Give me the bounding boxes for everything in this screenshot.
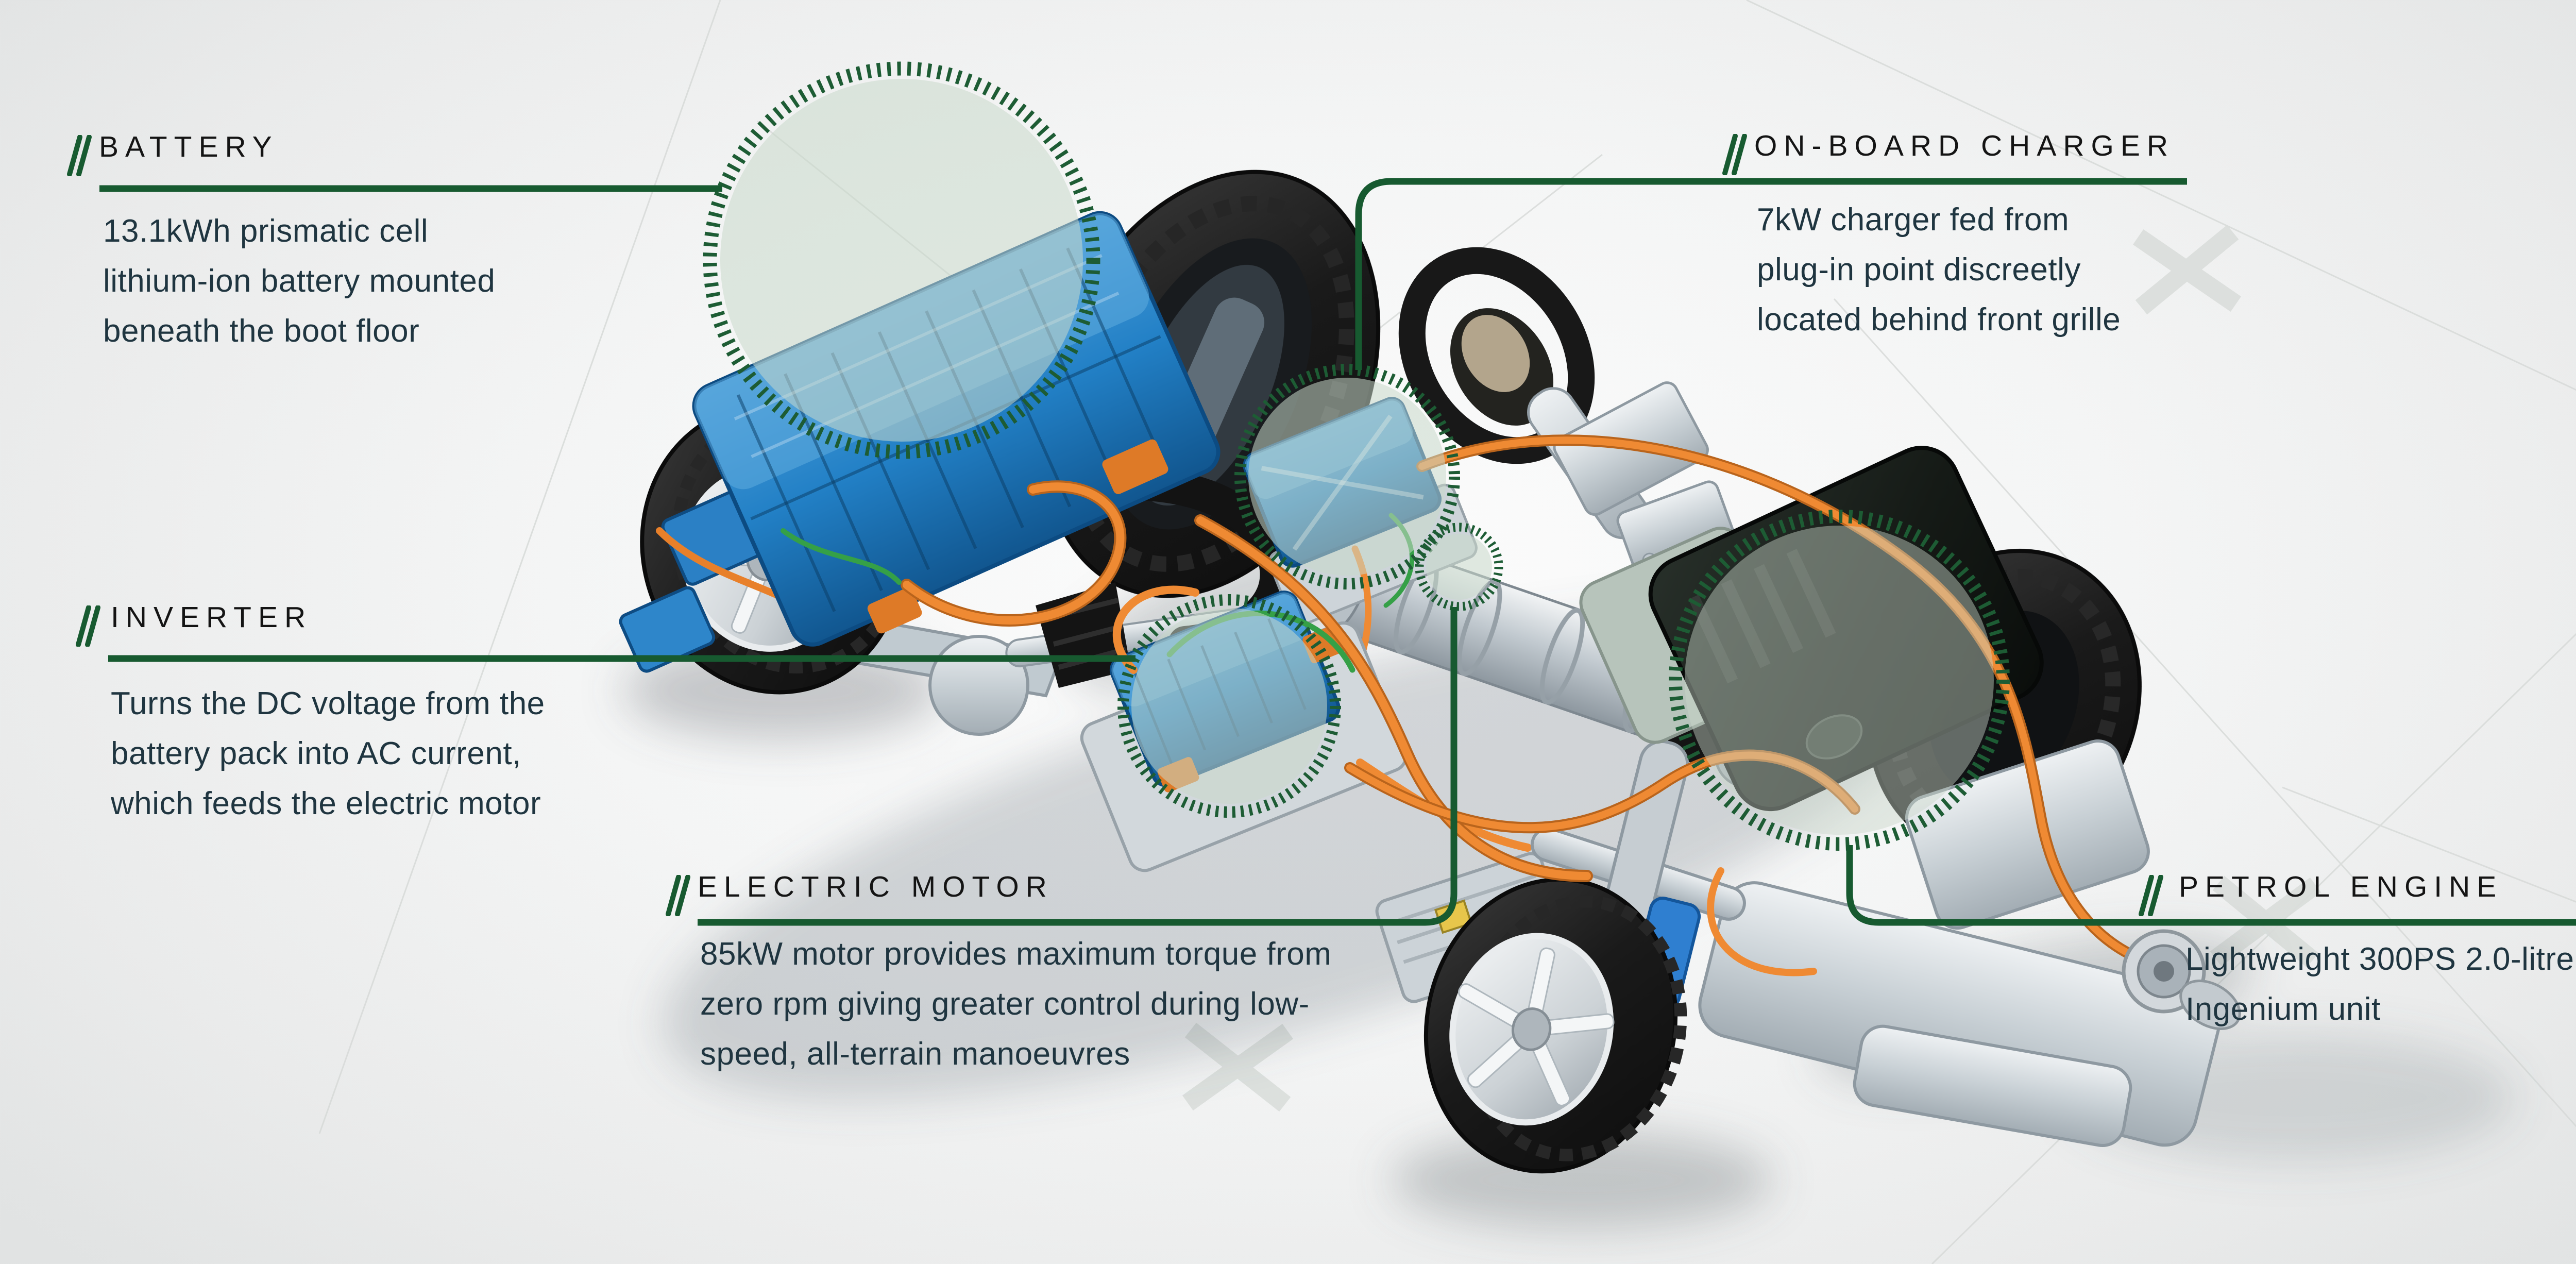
petrol-connector-line <box>1846 845 2576 926</box>
callout-inverter-title: INVERTER <box>111 601 313 634</box>
wheel-front-left <box>1423 877 1687 1174</box>
charge-port <box>2122 929 2241 1030</box>
callout-petrol-engine-head: PETROL ENGINE <box>2138 866 2574 916</box>
battery-highlight-circle <box>703 61 1100 459</box>
double-slash-icon <box>1721 125 1748 175</box>
callout-onboard-charger-description: 7kW charger fed from plug-in point discr… <box>1757 202 2121 338</box>
callout-onboard-charger-head: ON-BOARD CHARGER <box>1721 125 2175 175</box>
double-slash-icon <box>2138 866 2164 916</box>
callout-petrol-engine-description: Lightweight 300PS 2.0-litre Ingenium uni… <box>2185 941 2574 1027</box>
callout-battery: BATTERY 13.1kWh prismatic cell lithium-i… <box>66 126 495 356</box>
petrol-engine-block <box>1579 446 2150 930</box>
callout-battery-head: BATTERY <box>66 126 495 176</box>
highlight-circles <box>703 61 2010 851</box>
callout-inverter-head: INVERTER <box>75 596 545 647</box>
hv-cables <box>1194 434 2159 976</box>
callout-petrol-engine-title: PETROL ENGINE <box>2179 870 2503 903</box>
callout-electric-motor-head: ELECTRIC MOTOR <box>665 866 1331 916</box>
double-slash-icon <box>66 126 93 176</box>
engine-highlight-circle <box>1669 510 2010 851</box>
inverter-highlight-circle <box>1117 594 1341 818</box>
motor-connector-line <box>698 607 1458 926</box>
callout-electric-motor-description: 85kW motor provides maximum torque from … <box>700 936 1332 1072</box>
battery-cables <box>781 480 1127 627</box>
double-slash-icon <box>665 866 691 916</box>
charger-highlight-circle <box>1234 364 1460 589</box>
callout-battery-title: BATTERY <box>99 130 279 163</box>
callout-connectors <box>99 178 2576 926</box>
charger-connector-line <box>1355 178 2187 370</box>
callout-electric-motor-title: ELECTRIC MOTOR <box>698 870 1054 903</box>
callout-electric-motor: ELECTRIC MOTOR 85kW motor provides maxim… <box>665 866 1331 1079</box>
callout-onboard-charger-title: ON-BOARD CHARGER <box>1754 129 2175 162</box>
double-slash-icon <box>75 596 101 647</box>
callout-inverter-description: Turns the DC voltage from the battery pa… <box>111 686 545 821</box>
motor-highlight-circle <box>1415 523 1503 611</box>
callout-battery-description: 13.1kWh prismatic cell lithium-ion batte… <box>103 213 496 349</box>
callout-onboard-charger: ON-BOARD CHARGER 7kW charger fed from pl… <box>1721 125 2175 345</box>
callout-inverter: INVERTER Turns the DC voltage from the b… <box>75 596 545 829</box>
callout-petrol-engine: PETROL ENGINE Lightweight 300PS 2.0-litr… <box>2138 866 2574 1034</box>
